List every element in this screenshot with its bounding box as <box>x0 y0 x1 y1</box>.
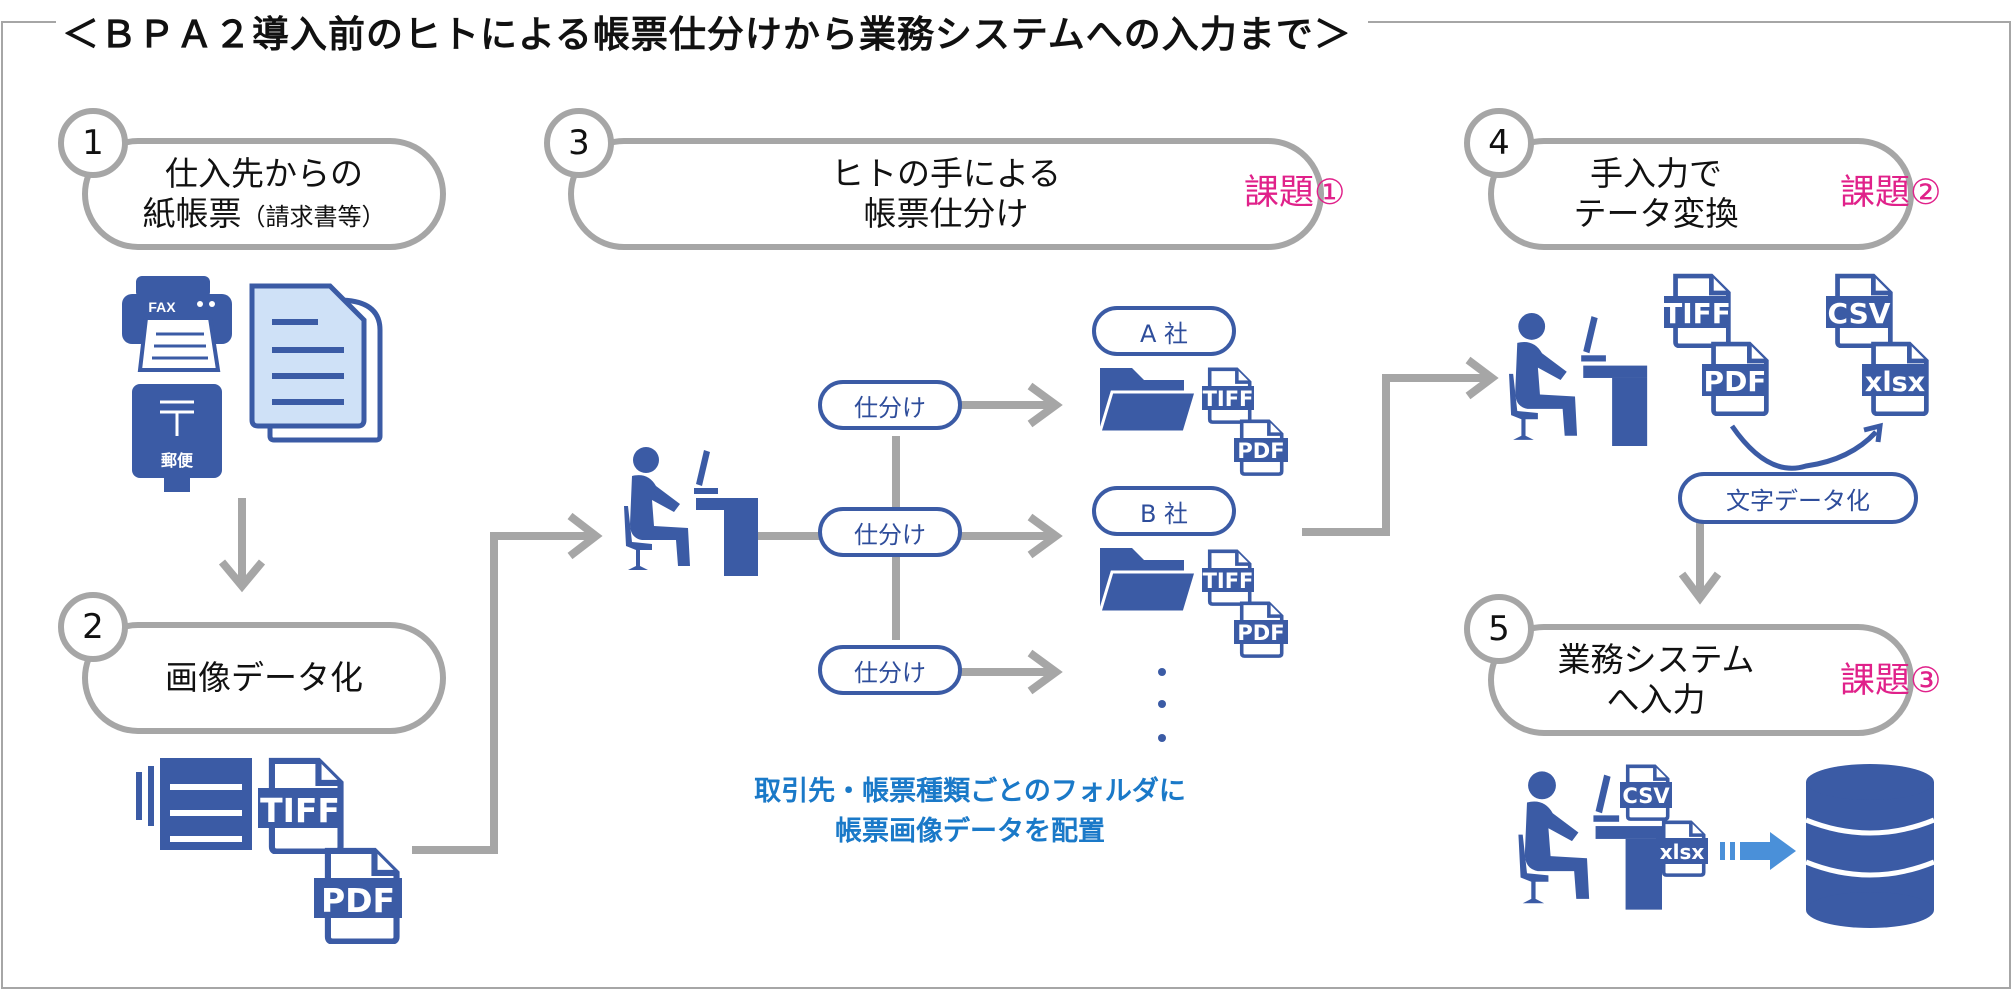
step-5-box: 業務システム へ入力 <box>1488 624 1914 736</box>
step-1-box: 仕入先からの 紙帳票（請求書等） <box>82 138 446 250</box>
step-5-badge: 5 <box>1464 594 1534 664</box>
folder-note-line1: 取引先・帳票種類ごとのフォルダに <box>754 776 1186 807</box>
conversion-label: 文字データ化 <box>1678 472 1918 524</box>
tiff-label-a: TIFF <box>1203 387 1254 411</box>
xlsx-label-5: xlsx <box>1660 840 1705 864</box>
conversion-arrow <box>1729 424 1878 471</box>
issue-3-label: 課題③ <box>1840 661 1942 701</box>
step-4-box: 手入力で テータ変換 <box>1488 138 1914 250</box>
step-1-line2: 紙帳票 <box>142 194 242 233</box>
csv-label-4: CSV <box>1828 297 1891 330</box>
step-4-line1: 手入力で <box>1590 154 1722 194</box>
pdf-label: PDF <box>321 881 395 920</box>
input-arrow-icon <box>1720 832 1796 870</box>
tiff-label-b: TIFF <box>1203 569 1254 593</box>
copier-icon <box>136 758 252 850</box>
sort-label-3: 仕分け <box>818 645 962 695</box>
fax-machine-icon <box>122 276 232 372</box>
csv-label-5: CSV <box>1622 784 1670 808</box>
ellipsis-dots <box>1158 668 1166 742</box>
step-2-badge: 2 <box>58 592 128 662</box>
xlsx-label-4: xlsx <box>1865 367 1925 398</box>
pdf-label-4: PDF <box>1704 365 1767 398</box>
post-label: 郵便 <box>161 451 194 470</box>
step-3-badge: 3 <box>544 108 614 178</box>
flow-arrows <box>218 356 1722 854</box>
step-3-line2: 帳票仕分け <box>863 194 1029 233</box>
pdf-label-a: PDF <box>1237 439 1284 463</box>
step-5-line1: 業務システム <box>1557 640 1755 680</box>
page-title: ＜ＢＰＡ２導入前のヒトによる帳票仕分けから業務システムへの入力まで＞ <box>56 4 1368 58</box>
sort-label-1: 仕分け <box>818 380 962 430</box>
worker-at-desk-icon-3 <box>624 447 758 576</box>
folder-icon-a <box>1097 368 1199 434</box>
company-label-a: A 社 <box>1092 306 1236 356</box>
issue-2-label: 課題② <box>1840 173 1942 213</box>
pdf-label-b: PDF <box>1237 621 1284 645</box>
step-5-line2: へ入力 <box>1606 680 1706 719</box>
paper-documents-icon <box>249 283 383 443</box>
fax-label: FAX <box>148 299 176 315</box>
step-2-box: 画像データ化 <box>82 622 446 734</box>
step-3-line1: ヒトの手による <box>830 154 1061 194</box>
step-1-line2-small: （請求書等） <box>241 203 386 231</box>
folder-icon-b <box>1097 548 1199 614</box>
tiff-label-4: TIFF <box>1663 297 1731 330</box>
step-3-box: ヒトの手による 帳票仕分け <box>568 138 1324 250</box>
step-2-line1: 画像データ化 <box>165 658 363 698</box>
sort-label-2: 仕分け <box>818 507 962 557</box>
step-4-badge: 4 <box>1464 108 1534 178</box>
step-1-line1: 仕入先からの <box>165 154 363 194</box>
step-4-line2: テータ変換 <box>1573 194 1739 233</box>
step-1-badge: 1 <box>58 108 128 178</box>
company-label-b: B 社 <box>1092 486 1236 536</box>
tiff-label: TIFF <box>260 791 340 830</box>
issue-1-label: 課題① <box>1244 173 1346 213</box>
folder-note-line2: 帳票画像データを配置 <box>835 816 1105 847</box>
database-icon <box>1805 764 1935 928</box>
folder-note: 取引先・帳票種類ごとのフォルダに 帳票画像データを配置 <box>700 772 1240 852</box>
worker-at-desk-icon-4 <box>1509 313 1648 446</box>
postbox-icon <box>132 384 222 492</box>
